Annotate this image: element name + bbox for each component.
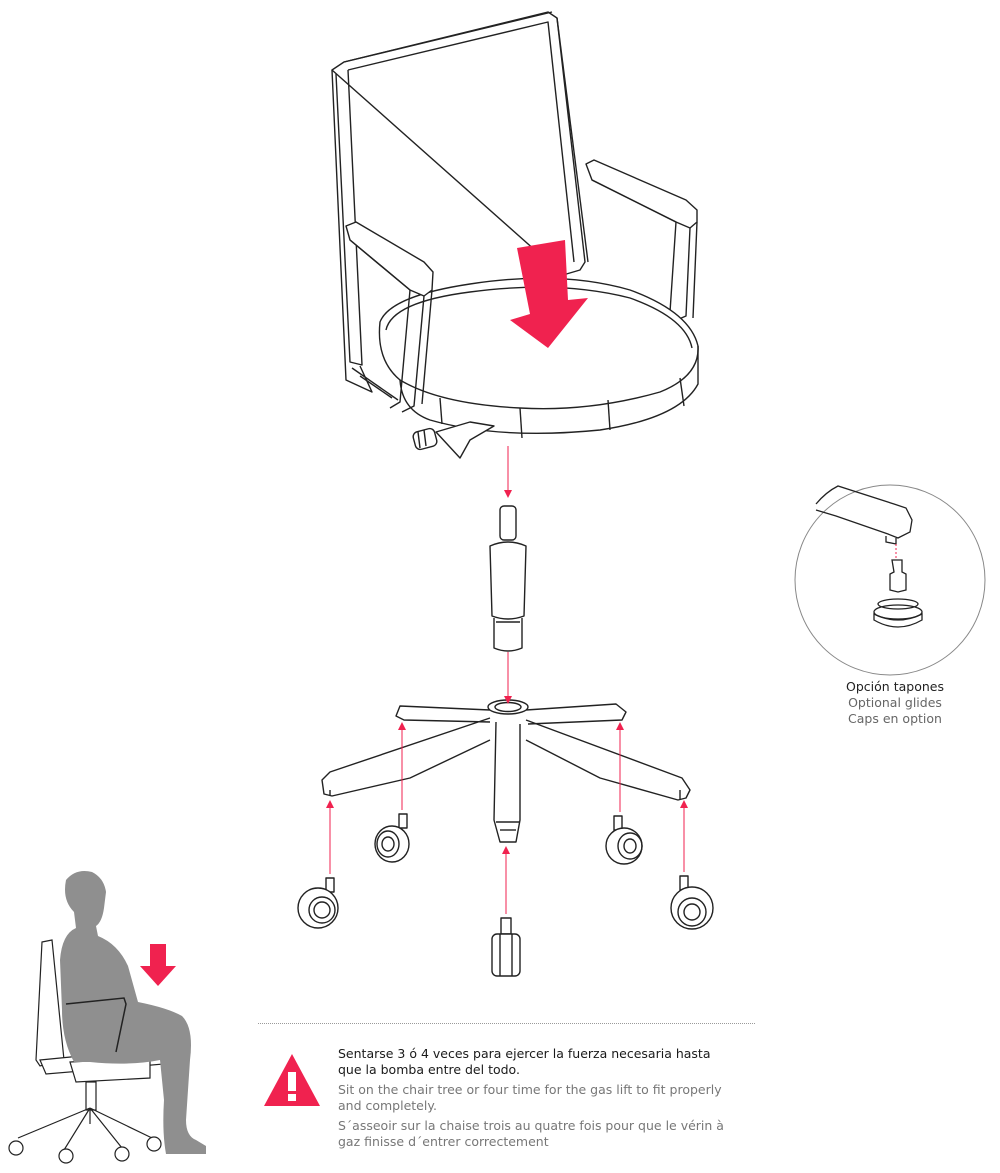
glides-caption-es: Opción tapones xyxy=(846,679,944,694)
chair-left-armrest xyxy=(345,221,434,413)
gas-lift-cylinder xyxy=(489,505,527,652)
assembly-instructions: Sentarse 3 ó 4 veces para ejercer la fue… xyxy=(338,1046,738,1154)
caster-left-front xyxy=(297,877,339,929)
glides-caption: Opción tapones Optional glides Caps en o… xyxy=(820,679,970,727)
caster-right-back xyxy=(605,815,643,865)
caster-center xyxy=(491,917,521,977)
glides-caption-en: Optional glides xyxy=(848,695,942,710)
warning-icon xyxy=(264,1054,320,1106)
caster-right-front xyxy=(670,875,714,930)
chair-base xyxy=(321,699,691,843)
caster-left-back xyxy=(374,813,410,863)
glides-caption-fr: Caps en option xyxy=(848,711,942,726)
instruction-en: Sit on the chair tree or four time for t… xyxy=(338,1082,722,1113)
assembly-guide-arrows xyxy=(326,446,688,914)
push-down-arrow xyxy=(510,240,588,348)
divider-dotted-line xyxy=(258,1023,755,1024)
instruction-fr: S´asseoir sur la chaise trois au quatre … xyxy=(338,1118,724,1149)
chair-mechanism xyxy=(412,421,495,459)
instruction-es: Sentarse 3 ó 4 veces para ejercer la fue… xyxy=(338,1046,711,1077)
